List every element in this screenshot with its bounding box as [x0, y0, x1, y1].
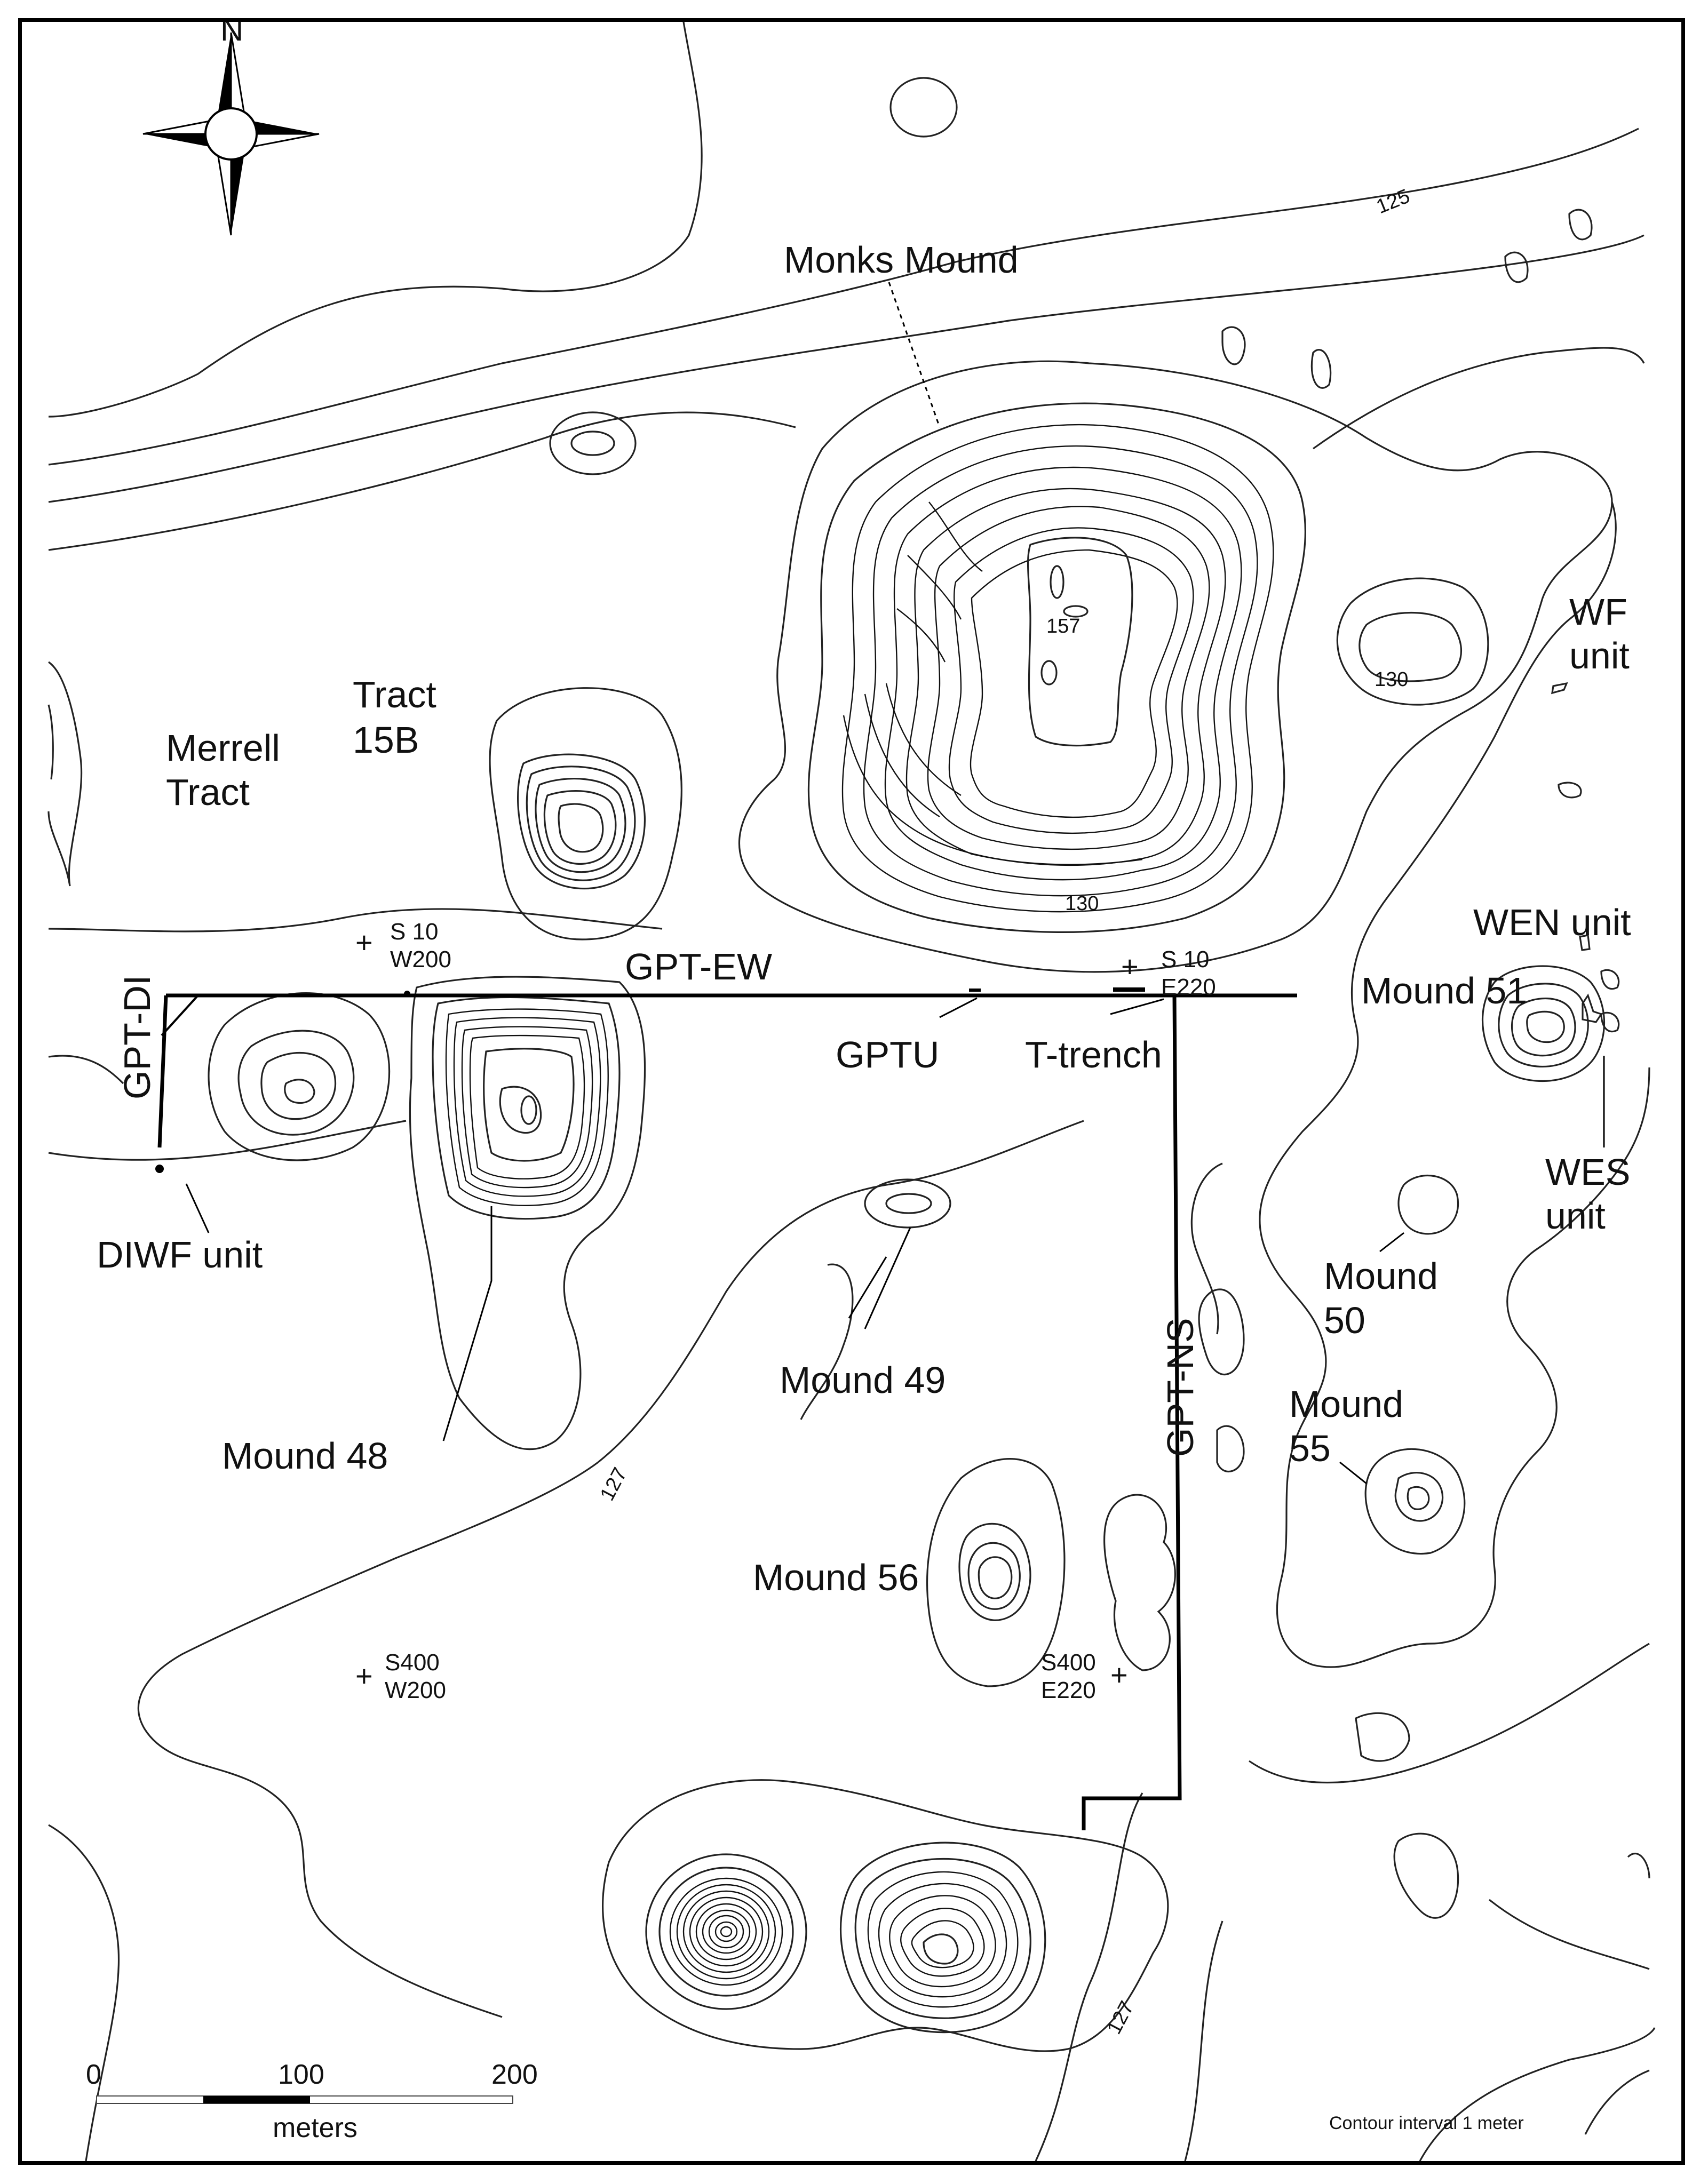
mound-48-contours	[409, 976, 646, 1450]
tract-15b-label-line2: 15B	[353, 719, 419, 761]
gpt-ew-label: GPT-EW	[625, 946, 772, 987]
grid-point-s400-e220: S400 E220 +	[1041, 1649, 1128, 1703]
contour-label-125: 125	[1373, 185, 1413, 219]
svg-text:S 10: S 10	[390, 919, 439, 945]
merrell-tract-label-line2: Tract	[166, 771, 250, 813]
wes-unit-label-line2: unit	[1545, 1195, 1606, 1237]
mound-56-label: Mound 56	[753, 1557, 919, 1598]
scale-tick-0: 0	[86, 2059, 101, 2090]
scale-tick-100: 100	[278, 2059, 324, 2090]
mound-55-label-line1: Mound	[1289, 1383, 1403, 1425]
svg-text:W200: W200	[390, 946, 451, 973]
mound-50-label-line2: 50	[1324, 1300, 1365, 1341]
small-features	[155, 682, 1603, 1173]
grid-point-s400-w200: + S400 W200	[355, 1649, 446, 1703]
west-oval-mound-contours	[208, 992, 391, 1161]
svg-text:S400: S400	[1041, 1649, 1096, 1676]
gpt-ns-line[interactable]	[1082, 995, 1182, 1830]
survey-transects[interactable]	[157, 993, 1297, 1830]
contour-label-130-south: 130	[1065, 892, 1099, 915]
map-labels: Monks Mound Tract 15B Merrell Tract WF u…	[97, 239, 1631, 1598]
tract-15b-label-line1: Tract	[353, 674, 436, 715]
wen-unit-label: WEN unit	[1473, 902, 1631, 943]
svg-text:E220: E220	[1041, 1677, 1096, 1703]
svg-text:+: +	[355, 926, 373, 959]
monks-mound-label: Monks Mound	[784, 239, 1019, 281]
grid-point-s10-w200: + S 10 W200	[355, 919, 451, 973]
merrell-tract-label-line1: Merrell	[166, 727, 280, 769]
wes-unit-label-line1: WES	[1545, 1151, 1630, 1193]
contour-label-157: 157	[1046, 615, 1080, 637]
wf-unit-label-line2: unit	[1569, 635, 1630, 676]
svg-text:+: +	[1121, 950, 1139, 983]
gpt-ns-label: GPT-NS	[1159, 1318, 1201, 1457]
mound-55-label-line2: 55	[1289, 1428, 1331, 1469]
svg-text:S400: S400	[385, 1649, 440, 1676]
mound-51-label: Mound 51	[1361, 970, 1527, 1011]
gptu-label: GPTU	[836, 1034, 939, 1075]
contour-label-127-south: 127	[1103, 1998, 1139, 2038]
map-frame: N Monks Mound Tract 15B Merrell Tract WF…	[18, 18, 1685, 2165]
contour-label-130-east: 130	[1375, 668, 1408, 691]
diwf-unit-label: DIWF unit	[97, 1234, 263, 1276]
central-south-mound-contours	[800, 1178, 1066, 1687]
contour-value-labels: 125 127 127 130 130 157	[596, 185, 1413, 2038]
southern-twin-mound-contours	[602, 1779, 1169, 2052]
east-mound-contours	[1190, 501, 1650, 1668]
leader-lines	[185, 282, 1605, 1485]
north-label: N	[220, 22, 243, 47]
contour-interval-note: Contour interval 1 meter	[1329, 2113, 1524, 2133]
svg-text:+: +	[1110, 1658, 1128, 1692]
svg-text:+: +	[355, 1659, 373, 1693]
mound-49-label: Mound 49	[780, 1359, 946, 1401]
scale-unit-label: meters	[273, 2113, 358, 2143]
scale-bar: 0 100 200 meters	[86, 2059, 538, 2143]
contour-label-127-west: 127	[596, 1464, 632, 1505]
mound-48-label: Mound 48	[222, 1435, 388, 1477]
svg-text:S 10: S 10	[1161, 946, 1210, 973]
svg-text:E220: E220	[1161, 974, 1216, 1000]
scale-tick-200: 200	[491, 2059, 538, 2090]
tract-15b-mound-contours	[489, 687, 682, 940]
svg-text:W200: W200	[385, 1677, 446, 1703]
t-trench-label: T-trench	[1025, 1034, 1162, 1075]
gpt-di-label: GPT-DI	[116, 975, 158, 1099]
small-knolls	[549, 77, 1650, 1919]
gpt-di-line[interactable]	[157, 995, 168, 1148]
compass-rose-icon: N	[142, 22, 320, 236]
site-map: N Monks Mound Tract 15B Merrell Tract WF…	[47, 22, 1656, 2161]
wf-unit-label-line1: WF	[1569, 591, 1627, 633]
grid-points: + S 10 W200 + S 10 E220 + S400 W200 S400…	[355, 919, 1216, 1703]
grid-point-s10-e220: + S 10 E220	[1121, 946, 1216, 1000]
mound-50-label-line1: Mound	[1324, 1255, 1438, 1297]
terrain-contours	[47, 22, 1656, 2161]
gpt-di-diagonal[interactable]	[161, 994, 199, 1037]
monks-mound-contours	[738, 360, 1613, 973]
